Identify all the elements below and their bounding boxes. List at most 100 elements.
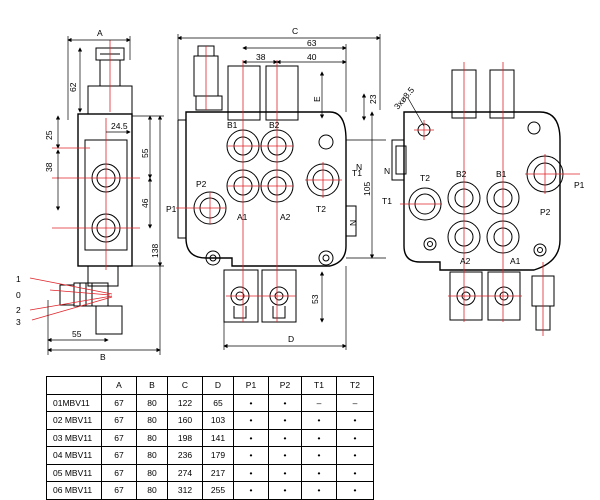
table-cell: • [233, 446, 269, 465]
table-cell: – [336, 393, 374, 412]
svg-text:138: 138 [150, 244, 160, 258]
rear-view [391, 69, 564, 331]
svg-text:1: 1 [16, 274, 21, 284]
table-cell: 103 [202, 411, 234, 430]
table-cell: 05 MBV11 [46, 463, 102, 482]
table-cell: 217 [202, 463, 234, 482]
svg-text:N: N [356, 162, 362, 172]
table-cell: • [301, 428, 337, 447]
table-header-cell: P1 [233, 376, 269, 395]
table-cell: • [233, 428, 269, 447]
table-row: 06 MBV11 67 80 312 255 • • • • [46, 481, 374, 500]
table-cell: 67 [101, 446, 137, 465]
table-cell: • [336, 428, 374, 447]
side-dim-labels: A 62 25 24.5 38 55 46 138 55 B 1 0 2 3 [16, 28, 160, 362]
table-cell: • [336, 463, 374, 482]
table-cell: 67 [101, 411, 137, 430]
table-cell: 160 [167, 411, 203, 430]
side-dims [47, 36, 164, 355]
table-cell: • [301, 446, 337, 465]
svg-text:A1: A1 [510, 256, 521, 266]
svg-text:23: 23 [368, 94, 378, 104]
table-cell: • [233, 463, 269, 482]
table-cell: • [233, 481, 269, 500]
table-cell: • [233, 411, 269, 430]
table-cell: 06 MBV11 [46, 481, 102, 500]
svg-text:N: N [348, 220, 358, 226]
table-header-cell: C [167, 376, 203, 395]
svg-text:38: 38 [44, 162, 54, 172]
front-centerlines [176, 46, 342, 322]
dim-B-side: B [100, 352, 106, 362]
table-cell: 141 [202, 428, 234, 447]
svg-text:105: 105 [362, 182, 372, 196]
table-cell: • [268, 411, 302, 430]
svg-text:46: 46 [140, 198, 150, 208]
table-cell: 80 [136, 446, 168, 465]
rear-centerlines [400, 62, 580, 336]
table-header-cell: B [136, 376, 168, 395]
table-cell: • [268, 481, 302, 500]
table-row: 04 MBV11 67 80 236 179 • • • • [46, 446, 374, 465]
svg-text:2: 2 [16, 305, 21, 315]
side-centerlines [29, 40, 140, 321]
svg-text:T1: T1 [382, 196, 392, 206]
table-row: 05 MBV11 67 80 274 217 • • • • [46, 463, 374, 482]
dim-A-side: A [97, 28, 103, 38]
table-cell: 04 MBV11 [46, 446, 102, 465]
table-header-cell: A [101, 376, 137, 395]
svg-text:A1: A1 [237, 212, 248, 222]
table-header-cell [46, 376, 102, 395]
table-cell: 312 [167, 481, 203, 500]
svg-text:B1: B1 [496, 169, 507, 179]
svg-text:63: 63 [307, 38, 317, 48]
svg-text:E: E [312, 96, 322, 102]
svg-text:B1: B1 [227, 120, 238, 130]
dim-D: D [288, 334, 294, 344]
table-row: 01MBV11 67 80 122 65 • • – – [46, 393, 374, 412]
svg-text:P2: P2 [196, 179, 207, 189]
svg-text:A2: A2 [460, 256, 471, 266]
svg-text:B2: B2 [269, 120, 280, 130]
front-dims [177, 34, 386, 350]
svg-text:55: 55 [140, 148, 150, 158]
valve-drawing: A 62 25 24.5 38 55 46 138 55 B 1 0 2 3 [16, 26, 585, 362]
table-cell: 67 [101, 393, 137, 412]
svg-text:T2: T2 [316, 204, 326, 214]
table-cell: • [268, 463, 302, 482]
table-row: 03 MBV11 67 80 198 141 • • • • [46, 428, 374, 447]
svg-text:T1: T1 [352, 168, 362, 178]
table-cell: – [301, 393, 337, 412]
svg-text:62: 62 [68, 82, 78, 92]
table-cell: • [336, 481, 374, 500]
svg-text:24.5: 24.5 [111, 121, 128, 131]
table-cell: • [301, 463, 337, 482]
table-cell: • [268, 446, 302, 465]
svg-text:B2: B2 [456, 169, 467, 179]
table-cell: 67 [101, 428, 137, 447]
table-cell: 80 [136, 411, 168, 430]
svg-text:N: N [384, 166, 390, 176]
table-cell: • [301, 411, 337, 430]
table-cell: 67 [101, 481, 137, 500]
table-header-cell: T1 [301, 376, 337, 395]
table-cell: 179 [202, 446, 234, 465]
svg-text:55: 55 [72, 329, 82, 339]
table-cell: 198 [167, 428, 203, 447]
table-cell: 67 [101, 463, 137, 482]
table-cell: • [336, 411, 374, 430]
table-cell: 122 [167, 393, 203, 412]
svg-text:53: 53 [310, 294, 320, 304]
table-cell: • [268, 428, 302, 447]
table-cell: 03 MBV11 [46, 428, 102, 447]
table-header-cell: P2 [268, 376, 302, 395]
table-row: 02 MBV11 67 80 160 103 • • • • [46, 411, 374, 430]
svg-text:3: 3 [16, 317, 21, 327]
table-cell: 255 [202, 481, 234, 500]
table-cell: • [301, 481, 337, 500]
table-cell: 80 [136, 481, 168, 500]
svg-text:0: 0 [16, 290, 21, 300]
svg-text:P1: P1 [166, 204, 177, 214]
svg-text:3xø8.5: 3xø8.5 [392, 85, 417, 112]
table-cell: 01MBV11 [46, 393, 102, 412]
